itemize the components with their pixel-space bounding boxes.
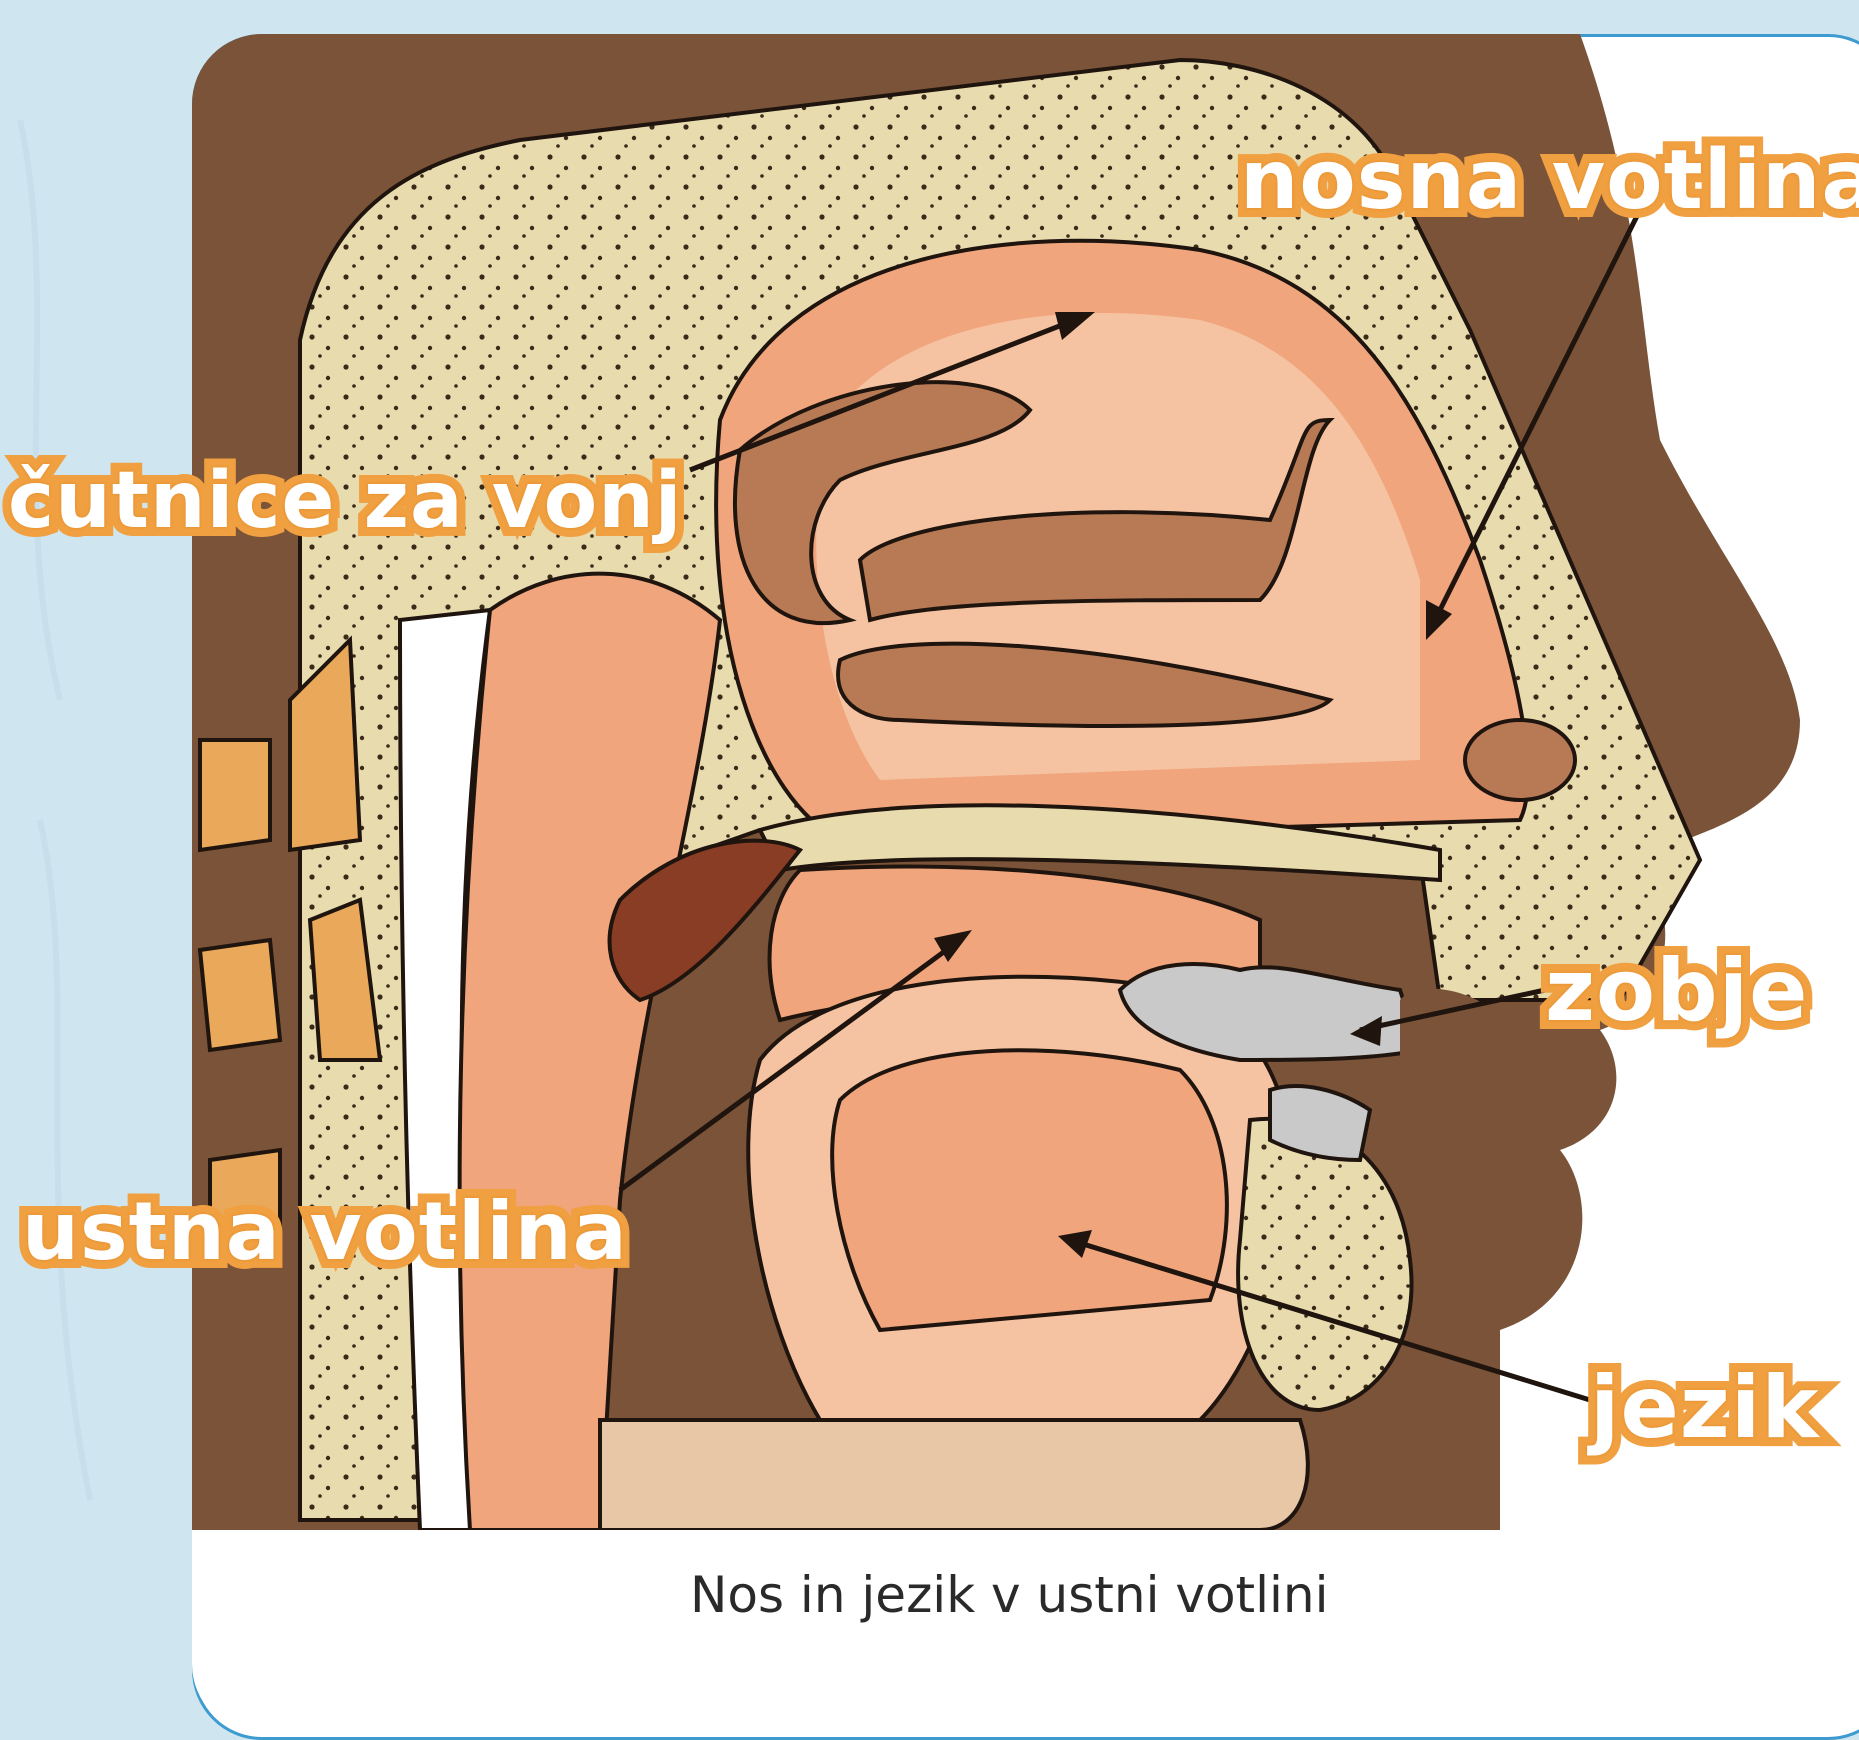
tongue-body [832,1050,1227,1330]
label-olfactory-receptors: čutnice za vonj [8,462,683,540]
figure-caption: Nos in jezik v ustni votlini [690,1566,1329,1624]
label-nasal-cavity: nosna votlina [1240,140,1859,222]
label-oral-cavity: ustna votlina [22,1192,628,1272]
neck-tissue [600,1420,1308,1530]
head-cross-section-illustration [0,0,1859,1704]
nostril [1465,720,1575,800]
label-tongue: jezik [1590,1365,1820,1451]
label-teeth: zobje [1545,948,1809,1034]
